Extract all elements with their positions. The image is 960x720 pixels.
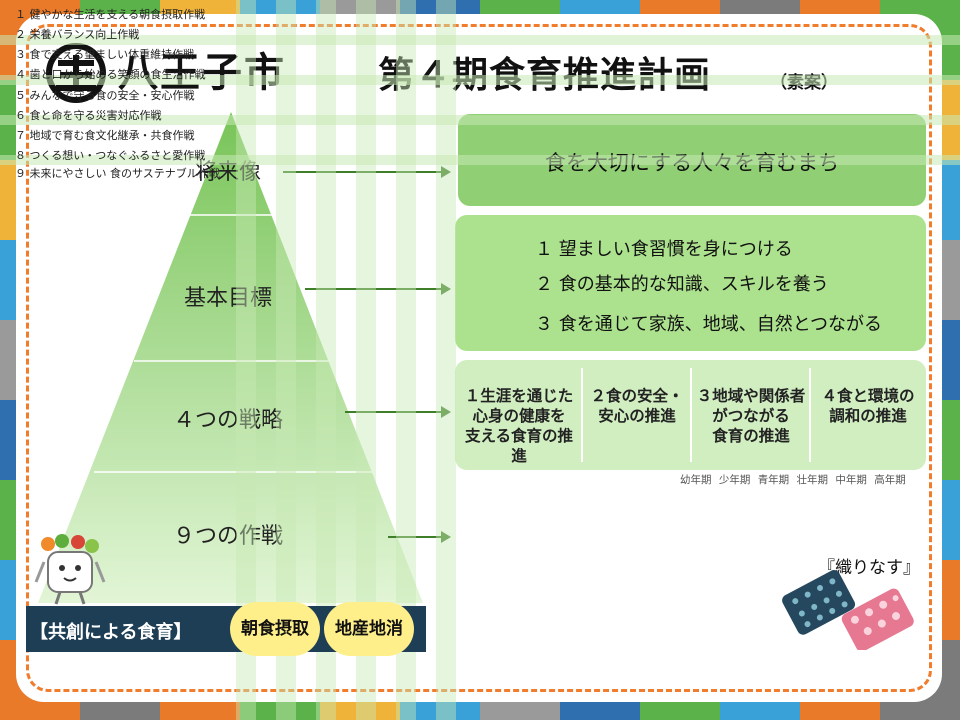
strategy-item: ４食と環境の 調和の推進 — [821, 387, 915, 425]
tactic-item: ７ 地域で育む食文化継承・共食作戦 — [15, 129, 195, 142]
fabric-roll-icon — [782, 570, 914, 650]
co-creation-label: 【共創による食育】 — [30, 622, 192, 643]
city-name: 八王子市 — [118, 50, 286, 96]
pyramid-level-strategies: ４つの戦略 — [172, 408, 283, 433]
weave-stripe — [316, 0, 336, 720]
tactic-item: ４ 歯と口から始める笑顔の食生活作戦 — [15, 68, 206, 81]
arrow-right-icon — [305, 283, 451, 295]
strategy-item: ２食の安全・ 安心の推進 — [590, 387, 684, 425]
weave-stripe — [0, 75, 960, 85]
weave-stripe — [356, 0, 376, 720]
tactic-item: ２ 栄養バランス向上作戦 — [15, 28, 140, 41]
tactic-item: ３ 食で支える望ましい体重維持作戦 — [15, 48, 195, 61]
strategies-box: １生涯を通じた 心身の健康を 支える食育の推進 ２食の安全・ 安心の推進 ３地域… — [455, 360, 926, 470]
mascot-icon — [34, 534, 106, 605]
weave-stripe — [0, 115, 960, 125]
tactic-item: ５ みんなで守る食の安全・安心作戦 — [15, 89, 195, 102]
breakfast-pill: 朝食摂取 — [230, 602, 320, 656]
tactic-item: １ 健やかな生活を支える朝食摂取作戦 — [15, 8, 206, 21]
goals-box: １ 望ましい食習慣を身につける ２ 食の基本的な知識、スキルを養う ３ 食を通じ… — [455, 215, 926, 351]
local-production-pill: 地産地消 — [324, 602, 414, 656]
age-group: 壮年期 — [796, 474, 829, 486]
weave-stripe — [236, 0, 256, 720]
goal-item: ２ 食の基本的な知識、スキルを養う — [535, 274, 829, 295]
age-group: 幼年期 — [680, 474, 712, 486]
pyramid-level-tactics: ９つの作戦 — [172, 524, 283, 549]
arrow-right-icon — [345, 406, 451, 418]
age-group: 少年期 — [718, 474, 751, 486]
strategy-item: ３地域や関係者 がつながる 食育の推進 — [696, 387, 806, 445]
age-group: 青年期 — [757, 474, 790, 486]
weave-stripe — [276, 0, 296, 720]
age-group: 中年期 — [835, 474, 867, 486]
orinasu-label: 『織りなす』 — [818, 558, 920, 578]
arrow-right-icon — [388, 531, 451, 543]
pyramid-level-goals: 基本目標 — [183, 286, 272, 311]
co-creation-bar: 【共創による食育】 朝食摂取 地産地消 — [26, 602, 426, 656]
goal-item: １ 望ましい食習慣を身につける — [535, 239, 793, 260]
tactic-item: ６ 食と命を守る災害対応作戦 — [15, 109, 162, 122]
weave-stripe — [436, 0, 456, 720]
tactic-item: ８ つくる想い・つなぐふるさと愛作戦 — [15, 149, 206, 162]
strategy-item: １生涯を通じた 心身の健康を 支える食育の推進 — [464, 387, 574, 465]
strategy-dividers — [581, 368, 811, 462]
arrow-right-icon — [283, 166, 451, 178]
goal-item: ３ 食を通じて家族、地域、自然とつながる — [535, 314, 882, 335]
plan-title: 第４期食育推進計画 — [378, 46, 711, 98]
weave-stripe — [396, 0, 416, 720]
age-group: 高年期 — [874, 474, 906, 486]
weave-stripe — [0, 155, 960, 165]
tactic-item: ９ 未来にやさしい 食のサステナブル作戦 — [15, 167, 220, 180]
age-group-row: 幼年期 少年期 青年期 壮年期 中年期 高年期 — [680, 472, 910, 487]
weave-stripe — [0, 35, 960, 45]
